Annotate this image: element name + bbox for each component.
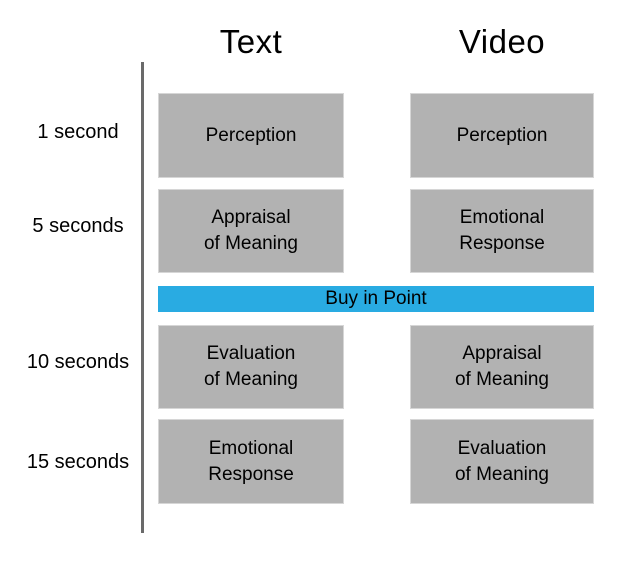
stage-label: Evaluation of Meaning bbox=[203, 343, 298, 390]
stage-label: Emotional Response bbox=[459, 207, 545, 254]
stage-box-text-row3: Evaluation of Meaning bbox=[158, 325, 344, 409]
time-label-1-second: 1 second bbox=[37, 121, 119, 143]
stage-label: Appraisal of Meaning bbox=[203, 207, 298, 254]
timeline-axis-line bbox=[141, 62, 144, 533]
stage-box-video-row1: Perception bbox=[410, 93, 594, 178]
column-title-text: Text bbox=[219, 23, 283, 60]
stage-label: Evaluation of Meaning bbox=[454, 437, 549, 485]
stage-label: Perception bbox=[456, 124, 548, 146]
time-label-15-seconds: 15 seconds bbox=[26, 451, 130, 473]
stage-label: Appraisal of Meaning bbox=[454, 343, 549, 390]
stage-box-text-row1: Perception bbox=[158, 93, 344, 178]
stage-box-video-row2: Emotional Response bbox=[410, 189, 594, 273]
buy-in-point-bar: Buy in Point bbox=[158, 286, 594, 312]
stage-box-video-row4: Evaluation of Meaning bbox=[410, 419, 594, 504]
buy-in-point-label: Buy in Point bbox=[325, 288, 427, 309]
stage-box-text-row4: Emotional Response bbox=[158, 419, 344, 504]
column-title-video: Video bbox=[458, 23, 546, 60]
stage-box-video-row3: Appraisal of Meaning bbox=[410, 325, 594, 409]
time-label-5-seconds: 5 seconds bbox=[32, 215, 124, 237]
stage-box-text-row2: Appraisal of Meaning bbox=[158, 189, 344, 273]
stage-label: Perception bbox=[205, 124, 297, 146]
stage-label: Emotional Response bbox=[208, 437, 294, 485]
time-label-10-seconds: 10 seconds bbox=[26, 351, 130, 373]
